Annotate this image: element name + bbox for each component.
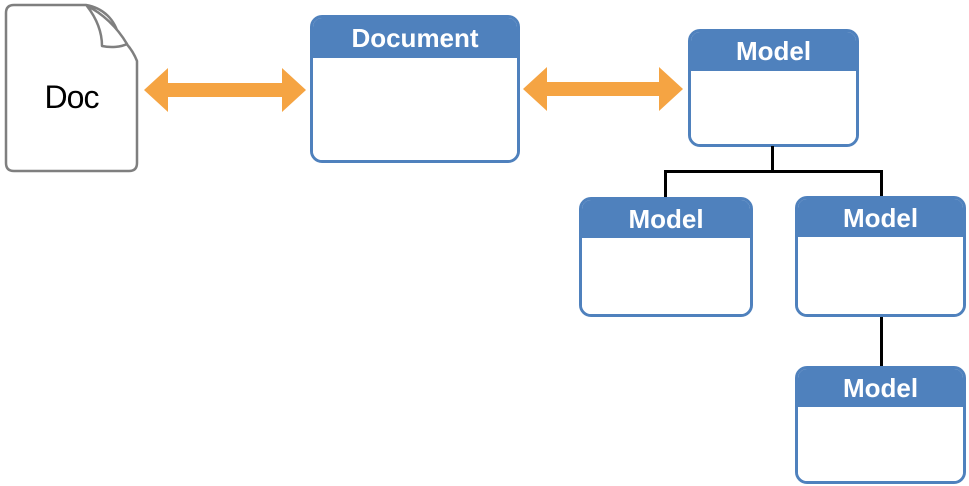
model-root-node-body bbox=[691, 71, 856, 144]
model-root-node: Model bbox=[688, 29, 859, 147]
model-root-node-title: Model bbox=[735, 36, 812, 66]
model-grandchild-node: Model bbox=[795, 366, 966, 484]
model-root-node-header: Model bbox=[691, 32, 856, 71]
document-node-title: Document bbox=[351, 22, 479, 53]
double-headed-arrow-icon bbox=[523, 67, 683, 111]
model-child-left-node-body bbox=[582, 238, 750, 314]
doc-file-label: Doc bbox=[44, 79, 100, 115]
tree-connector-root-stem bbox=[771, 146, 774, 173]
model-child-right-node-header: Model bbox=[798, 199, 963, 237]
document-node-body bbox=[313, 58, 517, 160]
model-child-right-node: Model bbox=[795, 196, 966, 317]
model-child-left-node-title: Model bbox=[628, 203, 704, 234]
document-model-arrow bbox=[523, 67, 683, 111]
model-child-left-node: Model bbox=[579, 197, 753, 317]
tree-connector-right-drop bbox=[880, 170, 883, 197]
document-node-header: Document bbox=[313, 18, 517, 58]
document-node: Document bbox=[310, 15, 520, 163]
doc-file: Doc bbox=[0, 0, 145, 180]
model-grandchild-node-body bbox=[798, 407, 963, 481]
model-child-right-node-title: Model bbox=[842, 202, 919, 233]
model-grandchild-node-header: Model bbox=[798, 369, 963, 407]
document-page-folded-corner-icon bbox=[4, 3, 139, 173]
double-headed-arrow-icon bbox=[144, 68, 306, 112]
model-grandchild-node-title: Model bbox=[842, 372, 919, 403]
tree-connector-horizontal bbox=[664, 170, 883, 173]
doc-document-arrow bbox=[144, 68, 306, 112]
model-child-left-node-header: Model bbox=[582, 200, 750, 238]
tree-connector-grandchild-stem bbox=[880, 316, 883, 367]
model-child-right-node-body bbox=[798, 237, 963, 314]
tree-connector-left-drop bbox=[664, 170, 667, 198]
